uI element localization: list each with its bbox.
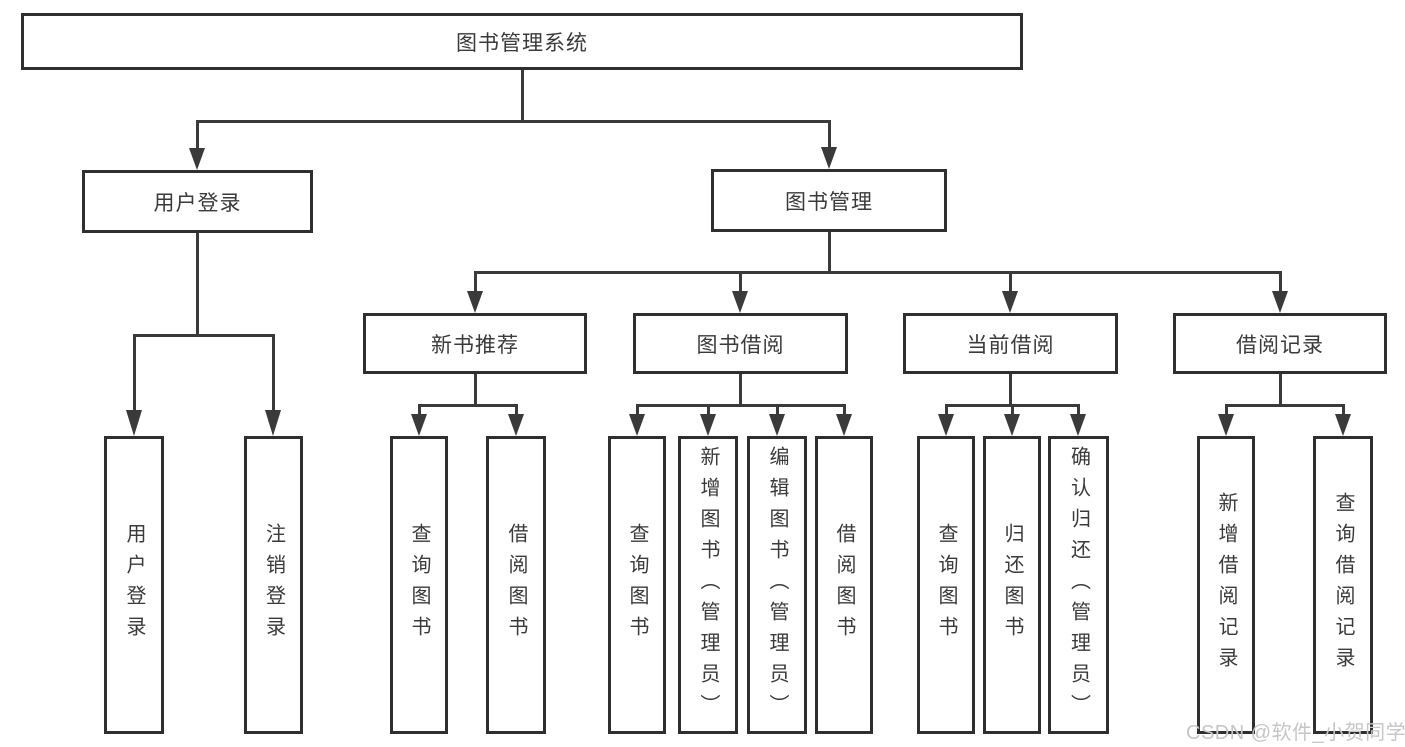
arrowhead-down-icon: [732, 291, 748, 313]
connector-line: [521, 69, 524, 122]
connector-line: [636, 404, 846, 407]
leaf-logout: 注销登录: [244, 436, 303, 734]
leaf-add-borrow-record: 新增借阅记录: [1197, 436, 1255, 734]
leaf-label: 编辑图书（管理员）: [766, 445, 788, 725]
arrowhead-down-icon: [467, 291, 483, 313]
connector-line: [196, 120, 199, 148]
leaf-label: 查询借阅记录: [1332, 492, 1354, 678]
connector-line: [1009, 374, 1012, 407]
arrowhead-down-icon: [1004, 414, 1020, 436]
arrowhead-down-icon: [836, 414, 852, 436]
arrowhead-down-icon: [629, 414, 645, 436]
leaf-query-books-borrowing: 查询图书: [608, 436, 666, 734]
node-label: 当前借阅: [966, 333, 1055, 357]
arrowhead-down-icon: [1272, 291, 1288, 313]
leaf-borrow-books-recommend: 借阅图书: [486, 436, 546, 734]
leaf-label: 查询图书: [408, 523, 430, 647]
connector-line: [1077, 404, 1080, 414]
connector-line: [739, 271, 742, 291]
leaf-user-login: 用户登录: [104, 436, 164, 734]
connector-line: [1279, 271, 1282, 291]
leaf-label: 借阅图书: [833, 523, 855, 647]
connector-line: [1011, 404, 1014, 414]
node-label: 图书管理系统: [456, 31, 588, 55]
arrowhead-down-icon: [700, 414, 716, 436]
leaf-label: 新增借阅记录: [1215, 492, 1237, 678]
arrowhead-down-icon: [1335, 414, 1351, 436]
node-label: 借阅记录: [1236, 333, 1324, 357]
leaf-label: 归还图书: [1001, 523, 1023, 647]
leaf-query-books-current: 查询图书: [917, 436, 975, 734]
node-borrowing-records: 借阅记录: [1173, 313, 1387, 374]
leaf-label: 用户登录: [123, 523, 145, 647]
connector-line: [1342, 404, 1345, 414]
connector-line: [196, 120, 830, 123]
connector-line: [515, 404, 518, 414]
connector-line: [272, 334, 275, 410]
leaf-confirm-return-admin: 确认归还（管理员）: [1048, 436, 1109, 734]
leaf-label: 确认归还（管理员）: [1067, 445, 1090, 725]
connector-line: [1225, 404, 1345, 407]
node-user-login: 用户登录: [82, 170, 313, 233]
leaf-query-books-recommend: 查询图书: [390, 436, 448, 734]
connector-line: [828, 120, 831, 148]
connector-line: [418, 404, 518, 407]
connector-line: [196, 233, 199, 337]
connector-line: [843, 404, 846, 414]
node-label: 图书借阅: [696, 333, 785, 357]
connector-line: [474, 374, 477, 407]
leaf-label: 查询图书: [935, 523, 957, 647]
arrowhead-down-icon: [769, 414, 785, 436]
leaf-label: 查询图书: [626, 523, 648, 647]
arrowhead-down-icon: [1002, 291, 1018, 313]
leaf-borrow-books-borrowing: 借阅图书: [815, 436, 873, 734]
arrowhead-down-icon: [938, 414, 954, 436]
leaf-label: 新增图书（管理员）: [697, 445, 719, 725]
connector-line: [1279, 374, 1282, 407]
connector-line: [1225, 404, 1228, 414]
connector-line: [474, 271, 1282, 274]
node-label: 用户登录: [153, 191, 242, 215]
leaf-label: 注销登录: [262, 523, 285, 647]
arrowhead-down-icon: [1070, 414, 1086, 436]
connector-line: [1009, 271, 1012, 291]
csdn-watermark: CSDN @软件_小贺同学: [1186, 722, 1405, 744]
leaf-query-borrow-record: 查询借阅记录: [1313, 436, 1373, 734]
arrowhead-down-icon: [821, 147, 837, 169]
connector-line: [739, 374, 742, 407]
node-new-book-recommendation: 新书推荐: [363, 313, 587, 374]
node-label: 图书管理: [785, 190, 873, 214]
connector-line: [707, 404, 710, 414]
node-current-borrowing: 当前借阅: [903, 313, 1118, 374]
leaf-edit-books-admin: 编辑图书（管理员）: [747, 436, 807, 734]
leaf-return-books: 归还图书: [983, 436, 1041, 734]
arrowhead-down-icon: [126, 410, 142, 436]
connector-line: [636, 404, 639, 414]
connector-line: [828, 232, 831, 273]
connector-line: [418, 404, 421, 414]
connector-line: [776, 404, 779, 414]
leaf-add-books-admin: 新增图书（管理员）: [678, 436, 738, 734]
connector-line: [474, 271, 477, 291]
arrowhead-down-icon: [1218, 414, 1234, 436]
connector-line: [945, 404, 948, 414]
connector-line: [133, 334, 136, 410]
node-library-management-system: 图书管理系统: [21, 13, 1023, 70]
node-book-management: 图书管理: [711, 169, 947, 232]
arrowhead-down-icon: [265, 410, 281, 436]
arrowhead-down-icon: [411, 414, 427, 436]
node-label: 新书推荐: [431, 333, 519, 357]
node-book-borrowing: 图书借阅: [633, 313, 848, 374]
arrowhead-down-icon: [189, 148, 205, 170]
arrowhead-down-icon: [508, 414, 524, 436]
leaf-label: 借阅图书: [505, 523, 527, 647]
connector-line: [133, 334, 275, 337]
